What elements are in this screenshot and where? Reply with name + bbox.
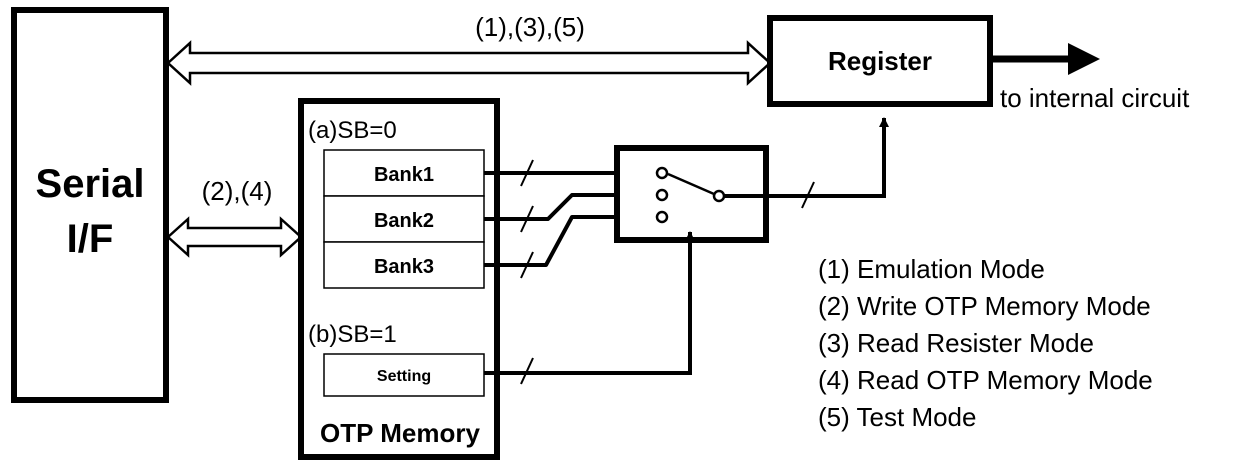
mode-item: (3) Read Resister Mode [818, 328, 1094, 358]
section-b-label: (b)SB=1 [308, 321, 397, 348]
switch-lever [667, 172, 715, 196]
mode-item: (4) Read OTP Memory Mode [818, 365, 1153, 395]
switch-contacts [655, 166, 726, 224]
bank3-box [323, 241, 485, 289]
setting-control-wire [484, 231, 695, 375]
mode-item: (1) Emulation Mode [818, 254, 1045, 284]
bank3-label: Bank3 [374, 256, 434, 278]
top-bus-label: (1),(3),(5) [475, 12, 585, 42]
mode-item: (2) Write OTP Memory Mode [818, 291, 1151, 321]
output-arrow-head [1068, 43, 1100, 75]
mode-legend: (1) Emulation Mode (2) Write OTP Memory … [818, 254, 1153, 432]
setting-label: Setting [377, 368, 431, 385]
mid-bus-label: (2),(4) [202, 176, 273, 206]
section-a-label: (a)SB=0 [308, 117, 397, 144]
top-bus-arrow [166, 40, 772, 86]
mid-bus-arrow [166, 216, 303, 258]
serial-if-label-line2: I/F [67, 217, 114, 261]
output-label: to internal circuit [1000, 83, 1190, 113]
otp-memory-label: OTP Memory [320, 418, 480, 448]
serial-if-label-line1: Serial [36, 162, 145, 206]
mode-item: (5) Test Mode [818, 402, 976, 432]
serial-if-block [11, 7, 169, 403]
register-block [767, 15, 993, 107]
bank1-label: Bank1 [374, 164, 434, 186]
bank2-label: Bank2 [374, 210, 434, 232]
register-label: Register [828, 46, 932, 76]
switch-output-wire [724, 117, 889, 198]
